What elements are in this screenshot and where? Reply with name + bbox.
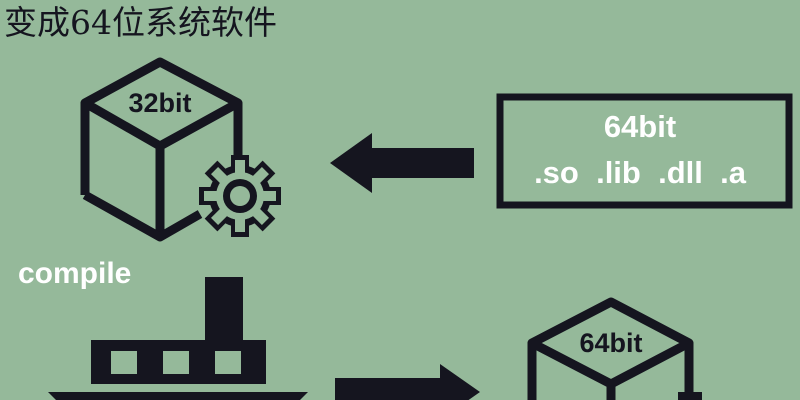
top-cube-icon [80,57,243,242]
top-cube-label: 32bit [128,88,191,118]
arrow-right-icon [335,364,480,400]
diagram-title: 变成64位系统软件 [4,3,277,42]
library-box-extensions: .so .lib .dll .a [534,155,747,190]
arrow-left-icon [330,133,474,193]
gear-icon [199,155,281,237]
factory-icon [48,277,308,400]
compile-label: compile [18,257,131,290]
bottom-cube-gear-hint [678,392,702,400]
bottom-cube-icon [527,297,694,400]
library-box [496,93,793,209]
bottom-cube-label: 64bit [579,328,642,358]
library-box-title: 64bit [604,109,676,144]
